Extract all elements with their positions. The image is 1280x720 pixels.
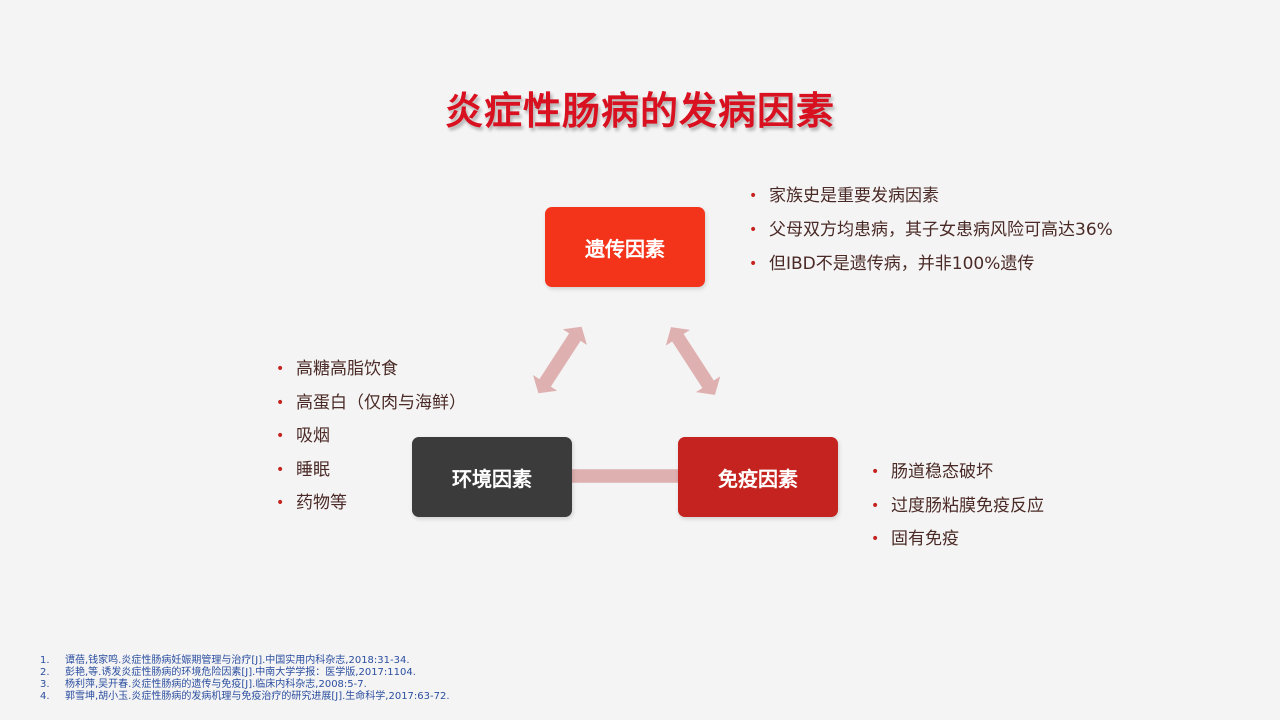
arrow-genetic-environment [526, 318, 594, 402]
immune-factor-box: 免疫因素 [678, 437, 838, 517]
immune-factor-label: 免疫因素 [718, 466, 798, 491]
reference-number: 4. [40, 691, 50, 702]
reference-item: 2. 彭艳,等.诱发炎症性肠病的环境危险因素[J].中南大学学报：医学版,2017… [40, 667, 450, 679]
genetic-factor-label: 遗传因素 [585, 236, 665, 261]
list-item: 高蛋白（仅肉与海鲜） [276, 391, 466, 425]
list-item: 家族史是重要发病因素 [749, 184, 1113, 218]
reference-number: 1. [40, 655, 50, 666]
reference-text: 郭雪坤,胡小玉.炎症性肠病的发病机理与免疫治疗的研究进展[J].生命科学,201… [65, 691, 450, 702]
reference-text: 谭蓓,钱家鸣.炎症性肠病妊娠期管理与治疗[J].中国实用内科杂志,2018:31… [65, 655, 410, 666]
environment-points-list: 高糖高脂饮食 高蛋白（仅肉与海鲜） 吸烟 睡眠 药物等 [276, 357, 466, 525]
list-item: 药物等 [276, 491, 466, 525]
list-item: 固有免疫 [871, 527, 1044, 561]
list-item: 高糖高脂饮食 [276, 357, 466, 391]
genetic-factor-box: 遗传因素 [545, 207, 705, 287]
reference-number: 2. [40, 667, 50, 678]
list-item: 睡眠 [276, 458, 466, 492]
arrow-genetic-immune [658, 319, 728, 403]
reference-item: 3. 杨利萍,吴开春.炎症性肠病的遗传与免疫[J].临床内科杂志,2008:5-7… [40, 679, 450, 691]
reference-text: 彭艳,等.诱发炎症性肠病的环境危险因素[J].中南大学学报：医学版,2017:1… [65, 667, 416, 678]
reference-text: 杨利萍,吴开春.炎症性肠病的遗传与免疫[J].临床内科杂志,2008:5-7. [65, 679, 367, 690]
immune-points-list: 肠道稳态破坏 过度肠粘膜免疫反应 固有免疫 [871, 460, 1044, 561]
reference-item: 4. 郭雪坤,胡小玉.炎症性肠病的发病机理与免疫治疗的研究进展[J].生命科学,2… [40, 691, 450, 703]
slide-title: 炎症性肠病的发病因素 [444, 89, 835, 133]
list-item: 过度肠粘膜免疫反应 [871, 494, 1044, 528]
list-item: 父母双方均患病，其子女患病风险可高达36% [749, 218, 1113, 252]
references-list: 1. 谭蓓,钱家鸣.炎症性肠病妊娠期管理与治疗[J].中国实用内科杂志,2018:… [40, 655, 450, 703]
reference-number: 3. [40, 679, 50, 690]
genetic-points-list: 家族史是重要发病因素 父母双方均患病，其子女患病风险可高达36% 但IBD不是遗… [749, 184, 1113, 286]
list-item: 吸烟 [276, 424, 466, 458]
list-item: 但IBD不是遗传病，并非100%遗传 [749, 252, 1113, 286]
list-item: 肠道稳态破坏 [871, 460, 1044, 494]
reference-item: 1. 谭蓓,钱家鸣.炎症性肠病妊娠期管理与治疗[J].中国实用内科杂志,2018:… [40, 655, 450, 667]
